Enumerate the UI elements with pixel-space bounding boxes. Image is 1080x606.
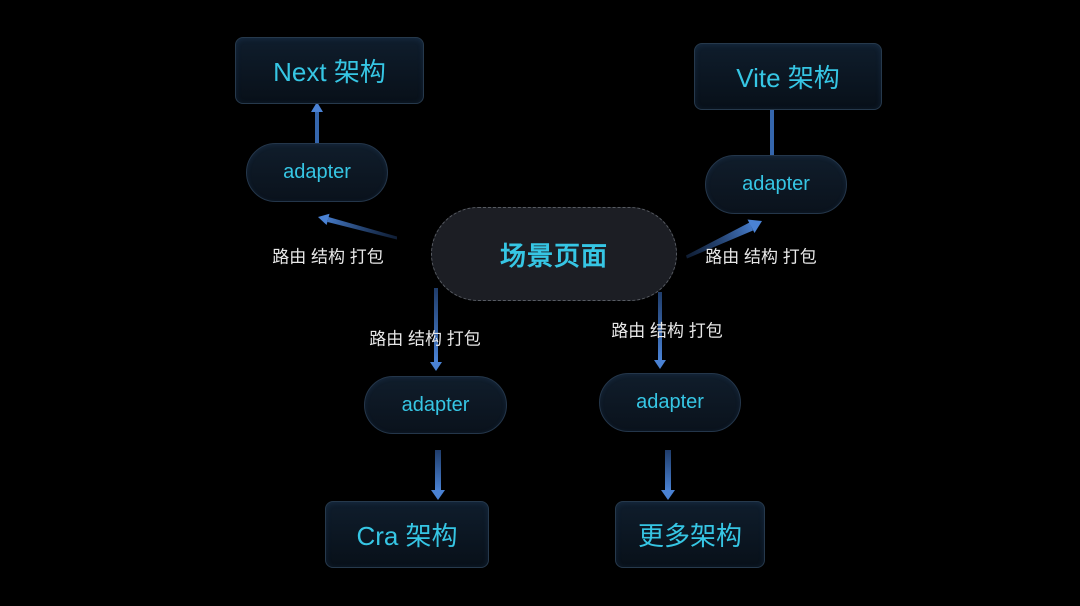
- adapter-node-more-label: adapter: [636, 391, 704, 413]
- adapter-node-next: adapter: [246, 143, 388, 202]
- target-node-next-label: Next 架构: [273, 57, 386, 87]
- arrow-adapter-to-more: [661, 450, 675, 500]
- target-node-next: Next 架构: [235, 37, 424, 104]
- adapter-node-cra-label: adapter: [401, 393, 470, 416]
- target-node-more-label: 更多架构: [637, 521, 742, 551]
- center-node-label: 场景页面: [499, 240, 608, 271]
- arrow-adapter-to-cra: [431, 450, 445, 500]
- edge-label-more: 路由 结构 打包: [611, 321, 723, 341]
- target-node-more: 更多架构: [615, 501, 765, 568]
- target-node-cra: Cra 架构: [325, 501, 489, 568]
- adapter-node-vite-label: adapter: [742, 173, 810, 195]
- adapter-node-vite: adapter: [705, 155, 847, 214]
- adapter-node-next-label: adapter: [283, 161, 351, 183]
- target-node-vite-label: Vite 架构: [736, 63, 840, 93]
- adapter-node-cra: adapter: [364, 376, 507, 434]
- arrow-center-to-adapter-vite: [686, 219, 762, 259]
- arrow-center-to-adapter-more: [654, 292, 666, 369]
- arrow-center-to-adapter-cra: [430, 288, 442, 371]
- edge-label-cra: 路由 结构 打包: [369, 329, 481, 349]
- center-node-scene-page: 场景页面: [431, 207, 677, 301]
- edge-label-next: 路由 结构 打包: [272, 247, 384, 267]
- arrow-center-to-adapter-next: [318, 213, 397, 240]
- target-node-cra-label: Cra 架构: [356, 521, 458, 551]
- target-node-vite: Vite 架构: [694, 43, 882, 110]
- adapter-node-more: adapter: [599, 373, 741, 432]
- arrow-adapter-to-next: [311, 102, 323, 151]
- edge-label-vite: 路由 结构 打包: [705, 247, 817, 267]
